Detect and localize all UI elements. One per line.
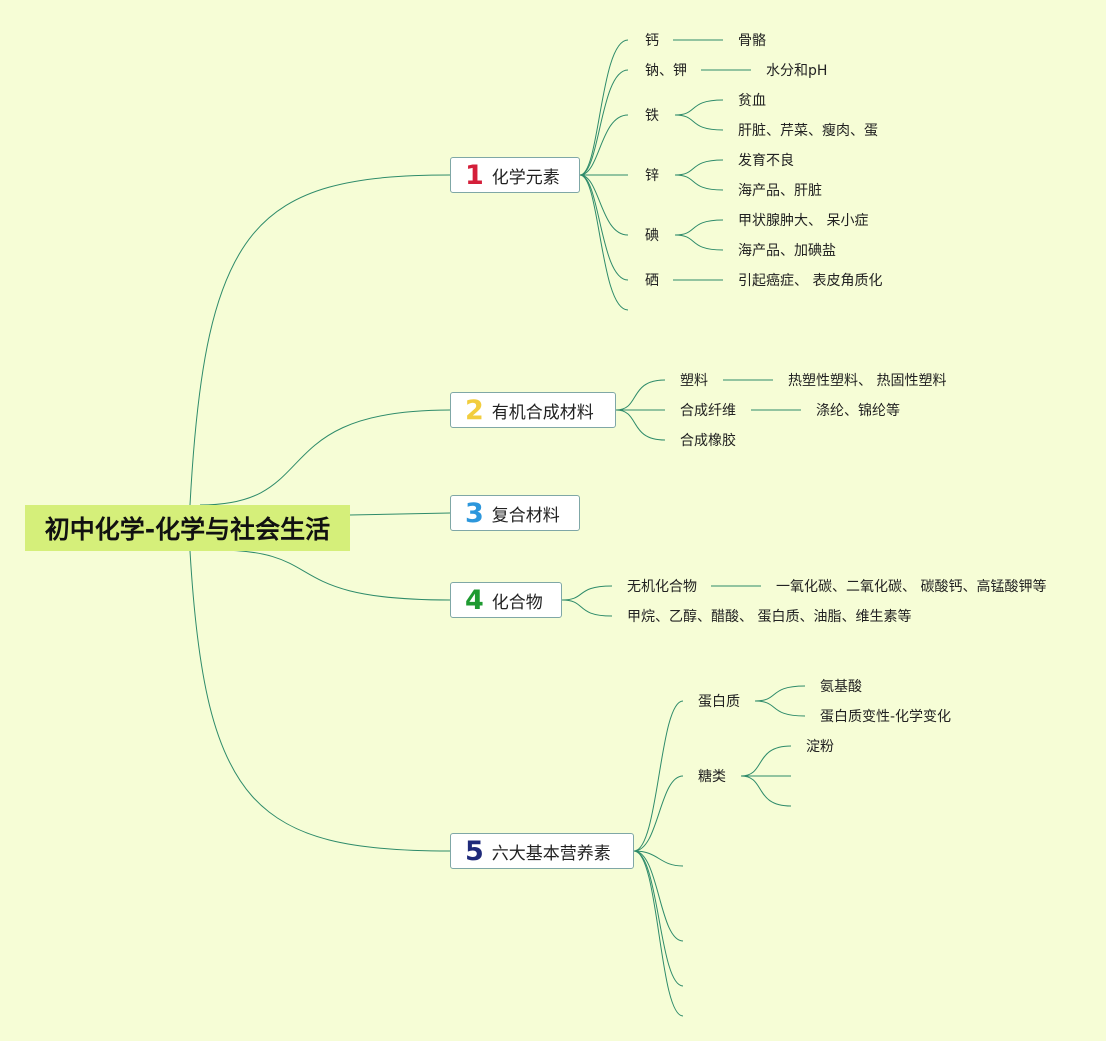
branch-5-child-connector [633,775,684,852]
detail-stunted-growth[interactable]: 发育不良 [738,153,794,169]
root-branch-1-connector [189,174,451,506]
branch-number-marker: 2 [465,394,484,426]
subtopic-carbohydrates[interactable]: 糖类 [698,769,726,785]
branch-label: 有机合成材料 [491,402,594,423]
branch-2-child-connector [615,379,666,411]
root-branch-3-connector [349,512,451,516]
carbohydrate-detail-connector [740,745,792,777]
subtopic-iodine[interactable]: 碘 [645,228,659,244]
element-detail-connector [674,159,724,176]
detail-iodine-foods[interactable]: 海产品、加碘盐 [738,243,836,259]
detail-protein-denaturation[interactable]: 蛋白质变性-化学变化 [820,709,952,725]
detail-anemia[interactable]: 贫血 [738,93,766,109]
detail-iron-foods[interactable]: 肝脏、芹菜、瘦肉、蛋 [738,123,878,139]
detail-plastic-types[interactable]: 热塑性塑料、 热固性塑料 [788,373,947,389]
detail-zinc-foods[interactable]: 海产品、肝脏 [738,183,822,199]
detail-bones[interactable]: 骨骼 [738,33,766,49]
root-topic[interactable]: 初中化学-化学与社会生活 [25,505,350,551]
element-detail-connector [674,99,724,116]
detail-fiber-types[interactable]: 涤纶、锦纶等 [816,403,900,419]
detail-starch[interactable]: 淀粉 [806,739,834,755]
root-branch-2-connector [199,409,451,506]
branch-topic-compounds[interactable]: 4 化合物 [450,582,562,618]
branch-5-child-connector [633,700,684,852]
detail-cancer-keratosis[interactable]: 引起癌症、 表皮角质化 [738,273,883,289]
branch-1-child-connector [579,174,629,311]
branch-number-marker: 4 [465,584,484,616]
branch-1-child-connector [579,174,629,281]
branch-number-marker: 3 [465,497,484,529]
carbohydrate-detail-connector [740,775,792,807]
subtopic-iron[interactable]: 铁 [645,108,659,124]
subtopic-inorganic-compounds[interactable]: 无机化合物 [627,579,697,595]
subtopic-synthetic-fiber[interactable]: 合成纤维 [680,403,736,419]
branch-topic-composite-materials[interactable]: 3 复合材料 [450,495,580,531]
branch-2-child-connector [615,409,666,441]
subtopic-sodium-potassium[interactable]: 钠、钾 [645,63,687,79]
branch-1-child-connector [579,69,629,176]
root-topic-title: 初中化学-化学与社会生活 [44,515,331,544]
branch-5-child-connector [633,850,684,1017]
branch-topic-chemical-elements[interactable]: 1 化学元素 [450,157,580,193]
subtopic-organic-examples[interactable]: 甲烷、乙醇、醋酸、 蛋白质、油脂、维生素等 [627,609,912,625]
detail-goiter[interactable]: 甲状腺肿大、 呆小症 [738,213,869,229]
branch-4-child-connector [561,585,613,601]
branch-5-child-connector [633,850,684,867]
element-detail-connector [674,114,724,131]
branch-1-child-connector [579,174,629,236]
branch-5-child-connector [633,850,684,942]
element-detail-connector [674,219,724,236]
subtopic-zinc[interactable]: 锌 [645,168,659,184]
subtopic-plastics[interactable]: 塑料 [680,373,708,389]
protein-detail-connector [754,685,806,702]
branch-4-child-connector [561,599,613,617]
branch-label: 化合物 [491,592,543,613]
branch-number-marker: 1 [465,159,484,191]
subtopic-synthetic-rubber[interactable]: 合成橡胶 [680,433,736,449]
subtopic-protein[interactable]: 蛋白质 [698,694,740,710]
root-branch-5-connector [189,550,451,852]
branch-label: 化学元素 [491,167,560,188]
root-branch-4-connector [214,549,451,601]
branch-1-child-connector [579,114,629,176]
subtopic-calcium[interactable]: 钙 [645,33,659,49]
element-detail-connector [674,234,724,251]
branch-topic-six-nutrients[interactable]: 5 六大基本营养素 [450,833,634,869]
detail-water-ph[interactable]: 水分和pH [766,63,828,79]
branch-5-child-connector [633,850,684,987]
branch-topic-synthetic-materials[interactable]: 2 有机合成材料 [450,392,616,428]
detail-amino-acid[interactable]: 氨基酸 [820,679,862,695]
detail-inorganic-examples[interactable]: 一氧化碳、二氧化碳、 碳酸钙、高锰酸钾等 [776,579,1047,595]
branch-1-child-connector [579,39,629,176]
branch-label: 六大基本营养素 [491,843,611,864]
branch-number-marker: 5 [465,835,484,867]
protein-detail-connector [754,700,806,717]
branch-label: 复合材料 [491,505,560,526]
element-detail-connector [674,174,724,191]
subtopic-selenium[interactable]: 硒 [645,273,659,289]
